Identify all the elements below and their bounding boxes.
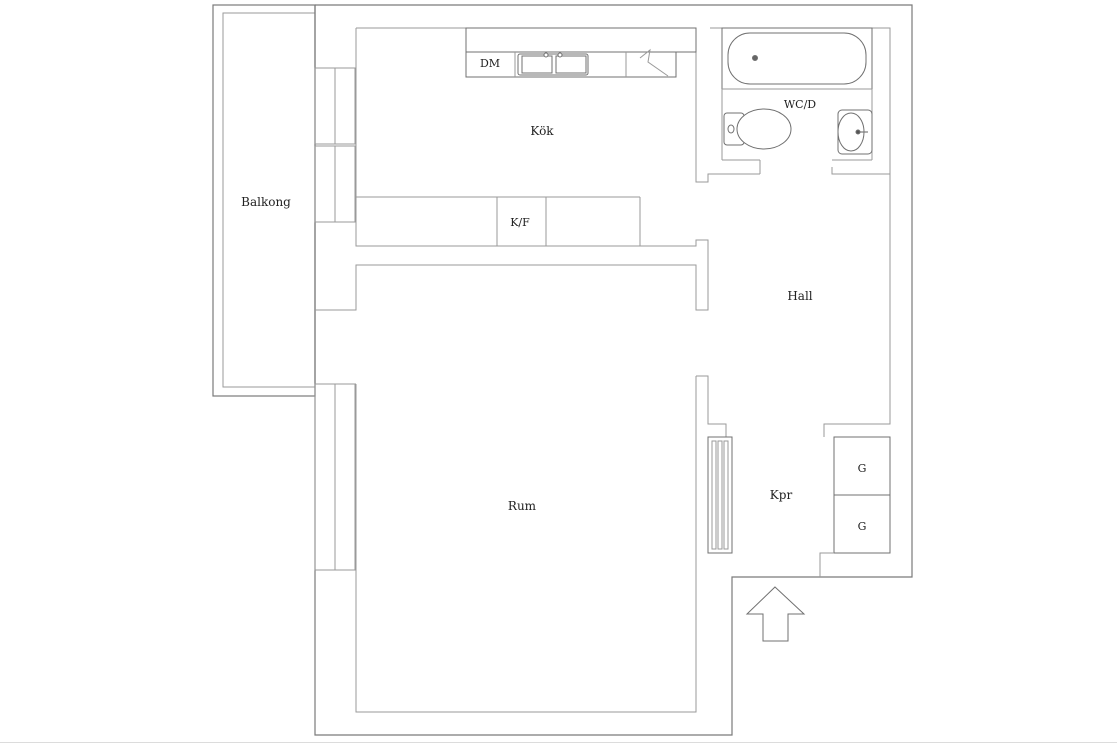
fixture-label-wardrobe-1: G (858, 462, 867, 475)
bathtub (727, 32, 867, 85)
entrance-arrow-icon (745, 586, 806, 642)
bathroom (710, 27, 891, 175)
room-label-kpr: Kpr (770, 488, 793, 502)
fixture-label-dishwasher: DM (480, 57, 500, 70)
bottom-border (0, 742, 1117, 743)
radiator (707, 436, 733, 554)
room-walls (315, 376, 697, 713)
room-label-hall: Hall (787, 289, 812, 303)
hall-walls (696, 173, 891, 437)
room-label-wc: WC/D (784, 98, 816, 111)
room-label-kok: Kök (530, 124, 554, 138)
room-label-balkong: Balkong (241, 195, 291, 209)
stove (639, 48, 669, 77)
room-label-rum: Rum (508, 499, 537, 513)
windows (314, 67, 356, 571)
washbasin (837, 109, 873, 155)
toilet (723, 108, 792, 150)
outer-walls (314, 4, 913, 736)
wardrobes (819, 436, 891, 577)
fixture-label-fridge: K/F (510, 216, 530, 229)
kitchen-counter (465, 27, 697, 78)
fixture-label-wardrobe-2: G (858, 520, 867, 533)
